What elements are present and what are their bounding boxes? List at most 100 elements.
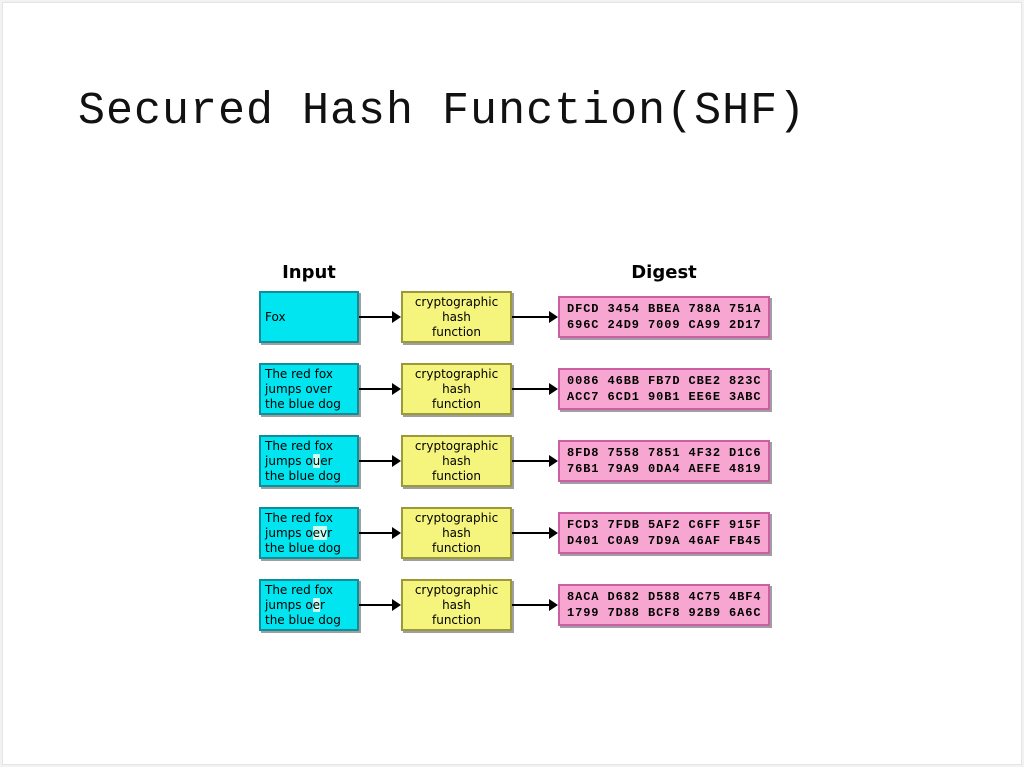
arrow-head: [549, 599, 558, 611]
input-text-line: jumps over: [265, 382, 353, 397]
hash-function-text-line: cryptographic: [414, 294, 499, 309]
input-text-line: the blue dog: [265, 397, 353, 412]
arrow-head: [549, 527, 558, 539]
arrow-head: [392, 599, 401, 611]
hash-function-text-line: function: [431, 396, 482, 411]
arrow-shaft: [512, 460, 551, 462]
input-text-segment: Fox: [265, 309, 286, 324]
arrow-right-icon: [512, 455, 558, 467]
arrow-shaft: [359, 604, 394, 606]
digest-column-header: Digest: [631, 262, 697, 283]
arrow-head: [549, 455, 558, 467]
hash-function-text-line: function: [431, 612, 482, 627]
arrow-right-icon: [512, 527, 558, 539]
input-text-line: the blue dog: [265, 613, 353, 628]
hash-function-text-line: function: [431, 540, 482, 555]
digest-box: DFCD 3454 BBEA 788A 751A 696C 24D9 7009 C…: [558, 296, 770, 338]
input-text-segment: the blue dog: [265, 612, 341, 627]
digest-box: 8ACA D682 D588 4C75 4BF4 1799 7D88 BCF8 9…: [558, 584, 770, 626]
arrow-shaft: [512, 316, 551, 318]
input-text-segment: The red fox: [265, 582, 333, 597]
digest-box: 0086 46BB FB7D CBE2 823C ACC7 6CD1 90B1 E…: [558, 368, 770, 410]
input-text-line: The red fox: [265, 583, 353, 598]
changed-char-highlight: e: [312, 597, 321, 612]
input-text-line: The red fox: [265, 367, 353, 382]
input-text-segment: The red fox: [265, 438, 333, 453]
digest-hex-line: FCD3 7FDB 5AF2 C6FF 915F: [567, 518, 762, 532]
hash-function-text-line: hash: [442, 381, 471, 396]
digest-hex-line: 8ACA D682 D588 4C75 4BF4: [567, 590, 762, 604]
digest-hex-line: 8FD8 7558 7851 4F32 D1C6: [567, 446, 762, 460]
arrow-head: [392, 311, 401, 323]
arrow-head: [549, 383, 558, 395]
hash-function-text-line: cryptographic: [414, 582, 499, 597]
input-text-segment: The red fox: [265, 366, 333, 381]
hash-function-text-line: hash: [442, 453, 471, 468]
input-text-segment: jumps over: [265, 381, 333, 396]
input-text-segment: jumps o: [265, 453, 313, 468]
hash-function-text-line: hash: [442, 525, 471, 540]
input-text-line: jumps oer: [265, 597, 353, 613]
input-text-segment: jumps o: [265, 597, 313, 612]
arrow-shaft: [359, 388, 394, 390]
input-text-segment: jumps o: [265, 525, 313, 540]
slide-title: Secured Hash Function(SHF): [78, 86, 807, 137]
hash-function-text-line: hash: [442, 597, 471, 612]
input-text-segment: The red fox: [265, 510, 333, 525]
input-column-header: Input: [282, 262, 336, 283]
arrow-right-icon: [359, 311, 401, 323]
arrow-right-icon: [359, 599, 401, 611]
hash-function-text-line: cryptographic: [414, 510, 499, 525]
input-text-line: Fox: [265, 310, 353, 325]
digest-hex-line: 1799 7D88 BCF8 92B9 6A6C: [567, 606, 762, 620]
arrow-shaft: [512, 532, 551, 534]
arrow-shaft: [359, 460, 394, 462]
digest-box: 8FD8 7558 7851 4F32 D1C6 76B1 79A9 0DA4 A…: [558, 440, 770, 482]
hash-function-text-line: function: [431, 468, 482, 483]
digest-hex-line: 696C 24D9 7009 CA99 2D17: [567, 318, 762, 332]
arrow-head: [392, 455, 401, 467]
hash-function-text-line: hash: [442, 309, 471, 324]
arrow-shaft: [359, 532, 394, 534]
changed-char-highlight: ev: [312, 525, 328, 540]
input-text-segment: r: [320, 597, 325, 612]
digest-hex-line: DFCD 3454 BBEA 788A 751A: [567, 302, 762, 316]
input-text-line: jumps oevr: [265, 525, 353, 541]
arrow-right-icon: [512, 383, 558, 395]
arrow-right-icon: [359, 455, 401, 467]
input-text-segment: the blue dog: [265, 540, 341, 555]
input-text-line: The red fox: [265, 439, 353, 454]
digest-hex-line: 0086 46BB FB7D CBE2 823C: [567, 374, 762, 388]
input-text-line: The red fox: [265, 511, 353, 526]
input-text-segment: the blue dog: [265, 396, 341, 411]
arrow-head: [549, 311, 558, 323]
input-text-segment: the blue dog: [265, 468, 341, 483]
arrow-shaft: [359, 316, 394, 318]
digest-hex-line: ACC7 6CD1 90B1 EE6E 3ABC: [567, 390, 762, 404]
input-text-line: the blue dog: [265, 541, 353, 556]
arrow-head: [392, 383, 401, 395]
input-text-segment: r: [327, 525, 333, 540]
input-text-segment: er: [320, 453, 333, 468]
arrow-right-icon: [359, 383, 401, 395]
hash-function-text-line: function: [431, 324, 482, 339]
input-text-line: the blue dog: [265, 469, 353, 484]
digest-hex-line: 76B1 79A9 0DA4 AEFE 4819: [567, 462, 762, 476]
